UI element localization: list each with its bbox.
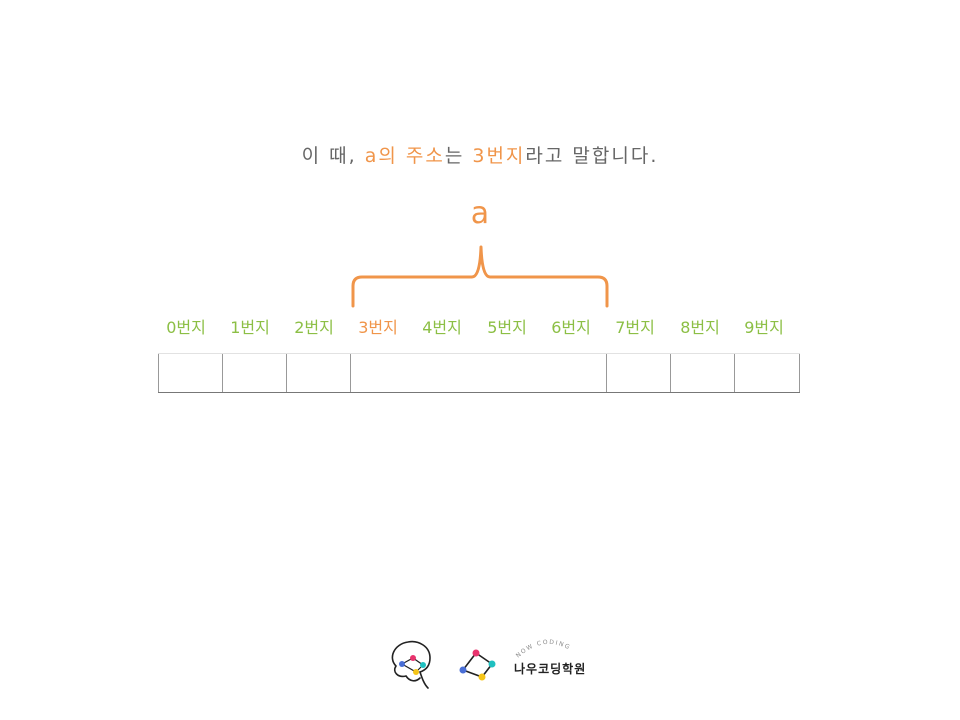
memory-cell-8 bbox=[670, 354, 734, 392]
brand-name: 나우코딩학원 bbox=[514, 662, 587, 676]
memory-cell-0 bbox=[158, 354, 222, 392]
address-label-1: 1번지 bbox=[230, 318, 270, 337]
memory-cell-1 bbox=[222, 354, 286, 392]
caption-suffix: 라고 말합니다. bbox=[525, 145, 659, 167]
diamond-icon bbox=[459, 649, 496, 681]
address-label-3: 3번지 bbox=[358, 318, 398, 337]
address-label-2: 2번지 bbox=[294, 318, 334, 337]
caption: 이 때, a의 주소는 3번지라고 말합니다. bbox=[0, 141, 960, 168]
svg-text:NOW CODING: NOW CODING bbox=[515, 639, 572, 660]
address-label-4: 4번지 bbox=[422, 318, 462, 337]
caption-particle: 는 bbox=[444, 145, 473, 167]
variable-label: a bbox=[470, 196, 490, 231]
address-label-9: 9번지 bbox=[744, 318, 784, 337]
memory-cell-9 bbox=[734, 354, 800, 392]
tagline-arc: NOW CODING bbox=[515, 639, 572, 660]
memory-row bbox=[158, 353, 800, 393]
address-label-0: 0번지 bbox=[166, 318, 206, 337]
caption-address: 3번지 bbox=[472, 145, 526, 167]
memory-cell-7 bbox=[606, 354, 670, 392]
footer-logo: NOW CODING 나우코딩학원 bbox=[386, 636, 606, 692]
tagline-text: NOW CODING bbox=[515, 639, 571, 660]
memory-cell-variable-a bbox=[350, 354, 606, 392]
brain-icon bbox=[391, 640, 431, 689]
address-label-5: 5번지 bbox=[487, 318, 527, 337]
address-label-7: 7번지 bbox=[615, 318, 655, 337]
caption-prefix: 이 때, bbox=[301, 145, 365, 167]
memory-cell-2 bbox=[286, 354, 350, 392]
caption-var: a의 주소 bbox=[364, 145, 445, 167]
address-label-8: 8번지 bbox=[680, 318, 720, 337]
address-label-6: 6번지 bbox=[551, 318, 591, 337]
